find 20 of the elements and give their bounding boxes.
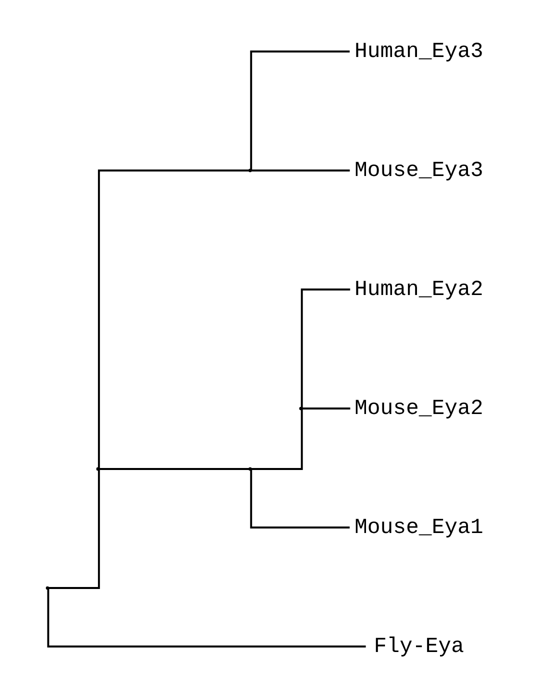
connector [250,408,302,470]
node-point [248,168,252,172]
connector [250,469,350,528]
node-point [45,586,49,590]
connector [300,288,350,408]
connector [46,588,366,648]
node-text: Mouse_Eya1 [354,516,483,540]
connector [98,468,249,470]
node-text: Mouse_Eya3 [354,158,483,183]
node-point [96,467,100,471]
node-text: Human_Eya2 [354,278,483,302]
connector [301,408,350,410]
connector [97,170,249,469]
connector [48,469,100,589]
connector [250,170,350,172]
node-text: Fly-Eya [373,635,464,659]
connector [250,50,350,170]
node-text: Mouse_Eya2 [354,396,483,421]
node-point [298,406,302,410]
node-text: Human_Eya3 [354,40,483,64]
